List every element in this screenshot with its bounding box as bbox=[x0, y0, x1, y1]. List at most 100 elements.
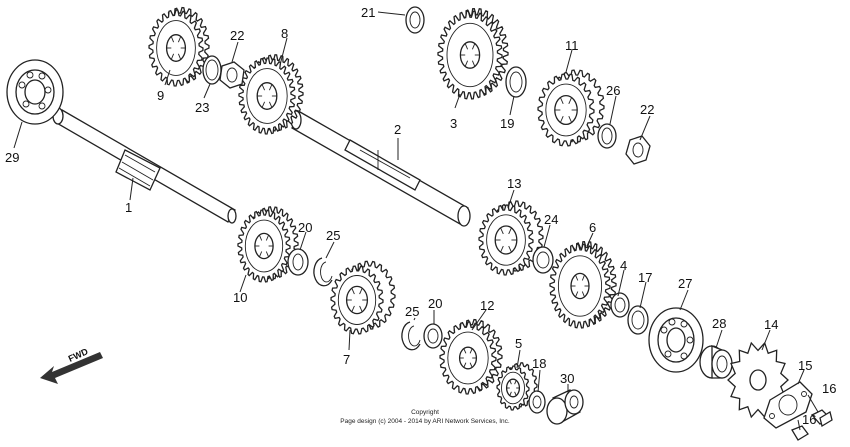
gear-9-spline bbox=[170, 36, 175, 43]
callout-10: 10 bbox=[233, 290, 247, 305]
washer-24 bbox=[532, 246, 554, 274]
callout-9: 9 bbox=[157, 88, 164, 103]
callout-19: 19 bbox=[500, 116, 514, 131]
washer-4 bbox=[610, 292, 630, 318]
gear-11 bbox=[537, 69, 605, 147]
callout-22-right: 22 bbox=[640, 102, 654, 117]
callout-labels: 1 2 3 4 5 6 7 8 9 10 11 12 13 14 15 16 1… bbox=[5, 5, 836, 427]
gear-8-spline bbox=[261, 101, 266, 108]
callout-28: 28 bbox=[712, 316, 726, 331]
callout-6: 6 bbox=[589, 220, 596, 235]
bearing-29 bbox=[6, 59, 64, 125]
collar-30 bbox=[546, 389, 584, 425]
callout-26: 26 bbox=[606, 83, 620, 98]
gear-3-spline bbox=[471, 60, 476, 67]
clip-25-upper bbox=[313, 257, 333, 287]
clip-23 bbox=[202, 55, 222, 85]
gear-3-spline bbox=[471, 43, 476, 50]
gear-12 bbox=[439, 318, 503, 395]
gear-10-spline bbox=[265, 234, 270, 241]
callout-16-lower: 16 bbox=[802, 412, 816, 427]
gear-11-spline bbox=[568, 116, 573, 123]
callout-17: 17 bbox=[638, 270, 652, 285]
gear-3-spline bbox=[464, 60, 469, 67]
gear-8 bbox=[238, 54, 304, 135]
callout-12: 12 bbox=[480, 298, 494, 313]
gear-10-spline bbox=[265, 251, 270, 258]
washer-20-lower bbox=[423, 323, 443, 349]
gear-7-spline bbox=[359, 305, 363, 312]
counter-shaft bbox=[290, 110, 471, 227]
fixing-plate-15 bbox=[763, 381, 813, 429]
gear-12-spline bbox=[463, 362, 467, 368]
gear-5 bbox=[496, 362, 538, 411]
gear-5-spline bbox=[514, 380, 517, 385]
gear-3-web bbox=[446, 22, 494, 88]
gear-9-spline bbox=[177, 36, 182, 43]
gear-13-spline bbox=[508, 227, 512, 235]
washer-21 bbox=[405, 6, 425, 34]
forward-direction-arrow-icon bbox=[40, 352, 103, 384]
washer-26 bbox=[597, 123, 617, 149]
callout-25-upper: 25 bbox=[326, 228, 340, 243]
washer-19 bbox=[505, 66, 527, 98]
gear-13-spline bbox=[508, 245, 512, 253]
gear-6 bbox=[549, 241, 617, 329]
gear-6-spline bbox=[581, 291, 585, 298]
main-shaft bbox=[52, 107, 237, 224]
gear-8-web bbox=[246, 68, 288, 124]
callout-8: 8 bbox=[281, 26, 288, 41]
gear-10-web bbox=[244, 219, 284, 273]
washer-17 bbox=[627, 305, 649, 335]
callout-2: 2 bbox=[394, 122, 401, 137]
callout-5: 5 bbox=[515, 336, 522, 351]
callout-18: 18 bbox=[532, 356, 546, 371]
gear-7-spline bbox=[351, 305, 355, 312]
callout-21: 21 bbox=[361, 5, 375, 20]
gear-8-spline bbox=[261, 84, 266, 91]
gear-8-spline bbox=[268, 101, 273, 108]
callout-15: 15 bbox=[798, 358, 812, 373]
gear-7 bbox=[330, 260, 396, 335]
gear-10 bbox=[237, 206, 299, 283]
gear-12-spline bbox=[469, 362, 473, 368]
gear-13 bbox=[478, 200, 544, 276]
gear-13-web bbox=[486, 214, 526, 266]
callout-13: 13 bbox=[507, 176, 521, 191]
gear-7-spline bbox=[351, 288, 355, 295]
gear-7-web bbox=[337, 275, 377, 325]
gear-6-spline bbox=[575, 291, 579, 298]
callout-23: 23 bbox=[195, 100, 209, 115]
gear-5-spline bbox=[509, 391, 512, 396]
bearing-27 bbox=[648, 307, 704, 373]
gear-7-spline bbox=[359, 288, 363, 295]
gear-3-spline bbox=[464, 43, 469, 50]
gear-6-spline bbox=[581, 274, 585, 281]
callout-30: 30 bbox=[560, 371, 574, 386]
gear-12-spline bbox=[463, 348, 467, 354]
gear-12-web bbox=[447, 331, 489, 385]
collar-28 bbox=[699, 345, 733, 379]
gear-5-spline bbox=[514, 391, 517, 396]
callout-4: 4 bbox=[620, 258, 627, 273]
bolt-16-upper bbox=[810, 409, 833, 428]
gear-9-web bbox=[156, 20, 196, 76]
washer-22-left bbox=[219, 61, 245, 89]
gear-9-spline bbox=[170, 53, 175, 60]
callout-27: 27 bbox=[678, 276, 692, 291]
callout-3: 3 bbox=[450, 116, 457, 131]
washer-18 bbox=[528, 390, 546, 414]
copyright-line-1: Copyright bbox=[411, 409, 439, 416]
callout-1: 1 bbox=[125, 200, 132, 215]
gear-5-spline bbox=[509, 380, 512, 385]
copyright-line-2: Page design (c) 2004 - 2014 by ARI Netwo… bbox=[340, 418, 510, 425]
washer-20-upper bbox=[287, 248, 309, 276]
callout-29: 29 bbox=[5, 150, 19, 165]
gear-10-spline bbox=[258, 234, 263, 241]
callout-14: 14 bbox=[764, 317, 778, 332]
gear-10-spline bbox=[258, 251, 263, 258]
gear-11-spline bbox=[568, 97, 573, 104]
washer-22-right bbox=[625, 135, 651, 165]
gear-5-web bbox=[501, 371, 525, 405]
gear-12-spline bbox=[469, 348, 473, 354]
